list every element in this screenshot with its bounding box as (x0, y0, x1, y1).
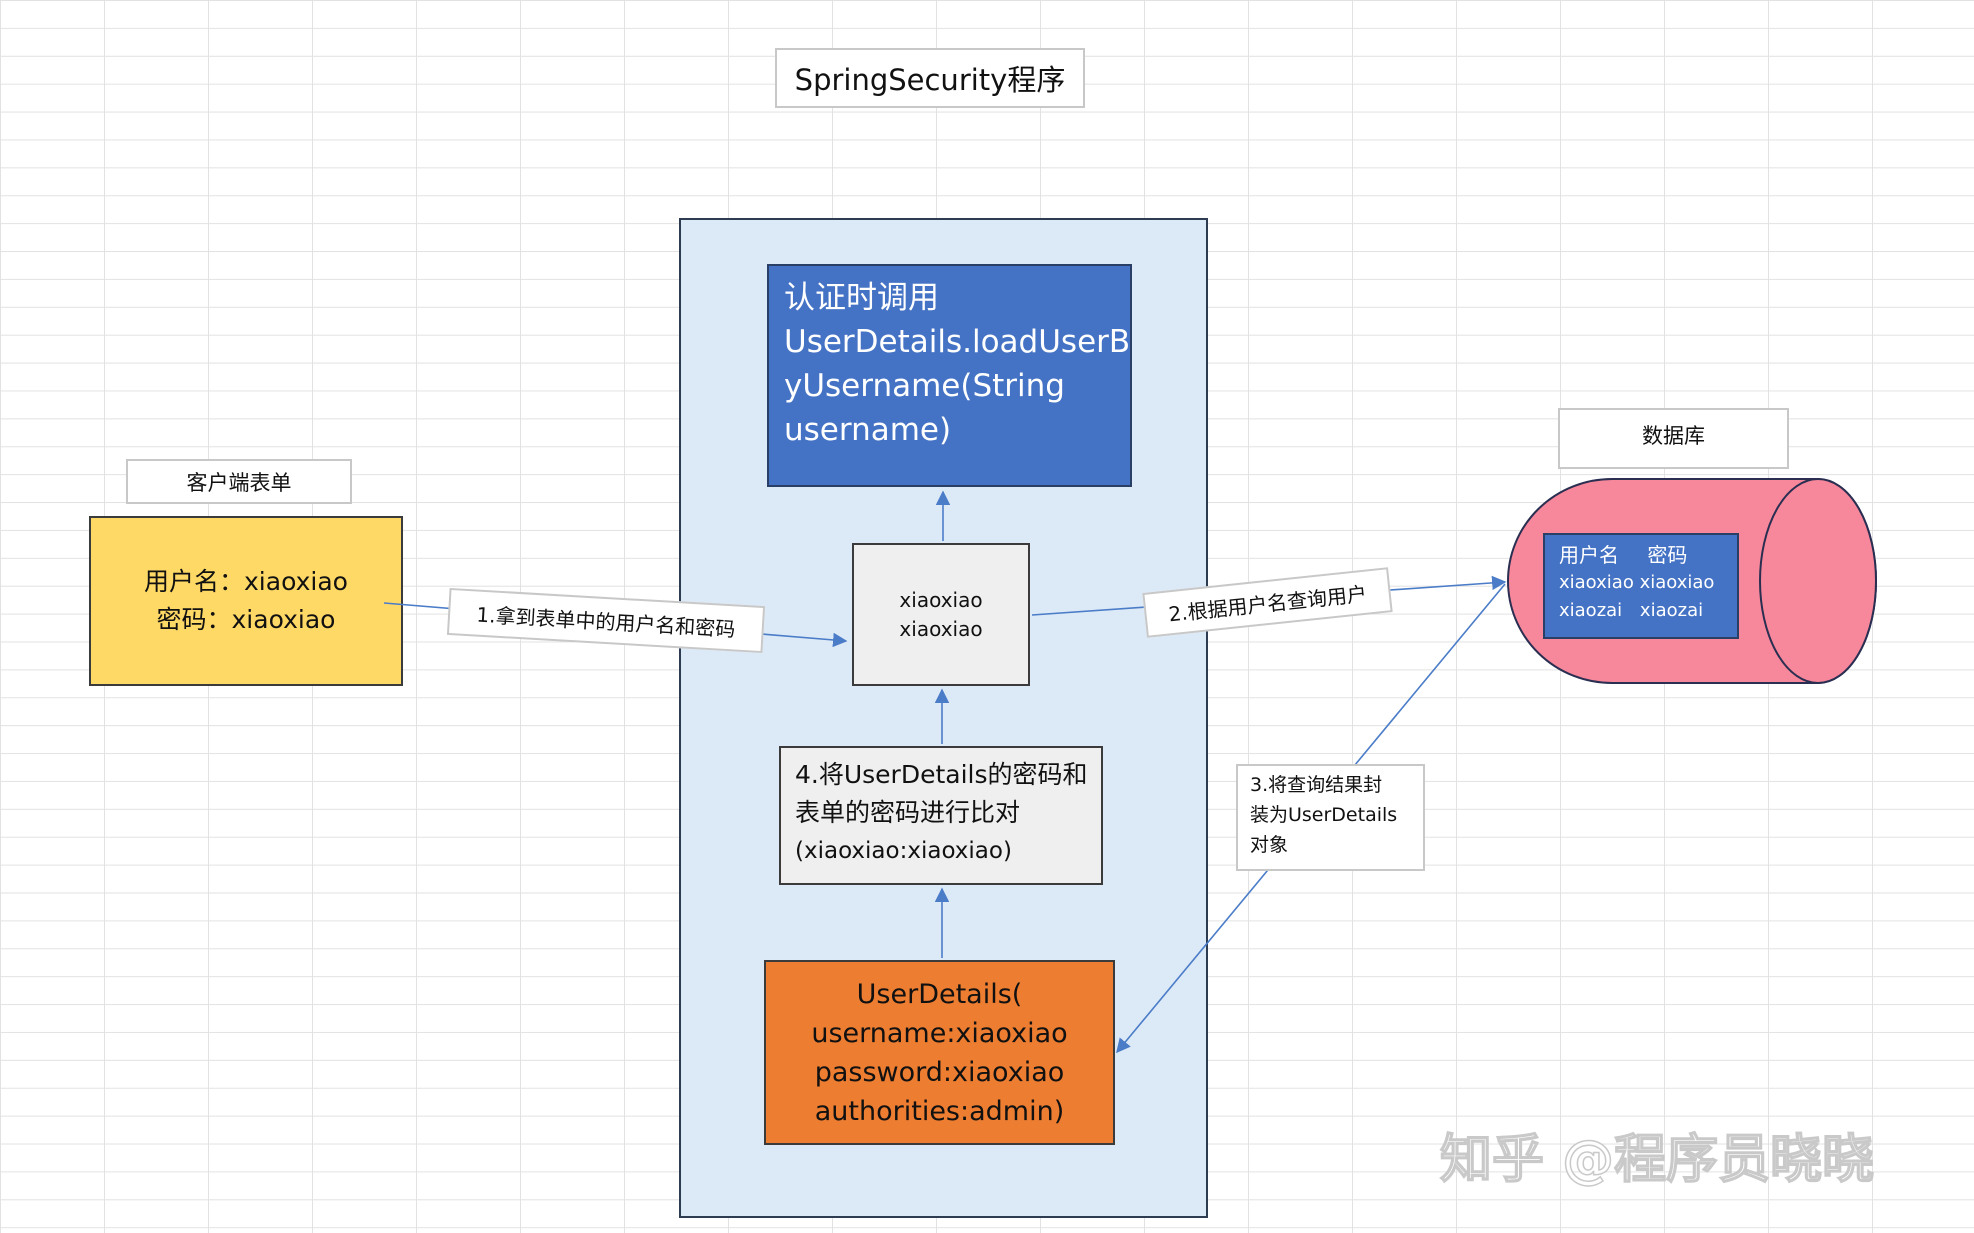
watermark-text: 知乎 @程序员晓晓 (1439, 1129, 1875, 1191)
auth-call-line: UserDetails.loadUserB (784, 324, 1131, 360)
credentials-line: xiaoxiao (899, 587, 983, 612)
diagram-title-text: SpringSecurity程序 (794, 63, 1066, 97)
step3-line: 3.将查询结果封 (1250, 774, 1383, 796)
credentials-line: xiaoxiao (899, 616, 983, 641)
database-header-user: 用户名 (1559, 543, 1619, 567)
client-username: 用户名：xiaoxiao (144, 567, 348, 596)
step3-label: 3.将查询结果封 装为UserDetails 对象 (1236, 764, 1425, 871)
client-form-box: 用户名：xiaoxiao 密码：xiaoxiao (89, 516, 403, 686)
compare-line: (xiaoxiao:xiaoxiao) (795, 838, 1012, 864)
database-header-pass: 密码 (1647, 543, 1688, 567)
auth-call-line: yUsername(String (784, 368, 1065, 404)
database-row-pass: xiaoxiao (1639, 572, 1715, 593)
watermark: 知乎 @程序员晓晓 (1439, 1117, 1940, 1191)
auth-call-line: 认证时调用 (784, 280, 939, 316)
database-row-user: xiaozai (1559, 600, 1623, 621)
database-row: xiaozai xiaozai (1559, 597, 1737, 625)
step3-line: 对象 (1250, 834, 1289, 856)
client-password: 密码：xiaoxiao (156, 605, 336, 634)
database-label-text: 数据库 (1642, 424, 1705, 448)
database-row: xiaoxiao xiaoxiao (1559, 569, 1737, 597)
database-table-header: 用户名 密码 (1559, 541, 1737, 569)
client-form-label-text: 客户端表单 (186, 470, 292, 495)
compare-box: 4.将UserDetails的密码和 表单的密码进行比对 (xiaoxiao:x… (779, 746, 1103, 885)
credentials-box: xiaoxiao xiaoxiao (852, 543, 1030, 686)
client-form-label: 客户端表单 (126, 459, 352, 504)
auth-call-line: username) (784, 412, 952, 448)
step1-label-text: 1.拿到表单中的用户名和密码 (475, 602, 736, 642)
userdetails-line: UserDetails( (856, 978, 1023, 1010)
auth-call-box: 认证时调用 UserDetails.loadUserB yUsername(St… (767, 264, 1132, 487)
userdetails-line: username:xiaoxiao (811, 1017, 1068, 1049)
database-row-user: xiaoxiao (1559, 572, 1634, 593)
compare-line: 表单的密码进行比对 (795, 798, 1021, 827)
database-row-pass: xiaozai (1639, 600, 1704, 621)
userdetails-box: UserDetails( username:xiaoxiao password:… (764, 960, 1115, 1145)
database-label: 数据库 (1558, 408, 1789, 469)
step3-line: 装为UserDetails (1250, 804, 1398, 826)
database-table: 用户名 密码 xiaoxiao xiaoxiao xiaozai xiaozai (1543, 533, 1739, 639)
userdetails-line: password:xiaoxiao (814, 1056, 1065, 1088)
diagram-title: SpringSecurity程序 (775, 48, 1085, 108)
compare-line: 4.将UserDetails的密码和 (795, 760, 1088, 789)
userdetails-line: authorities:admin) (814, 1095, 1065, 1127)
